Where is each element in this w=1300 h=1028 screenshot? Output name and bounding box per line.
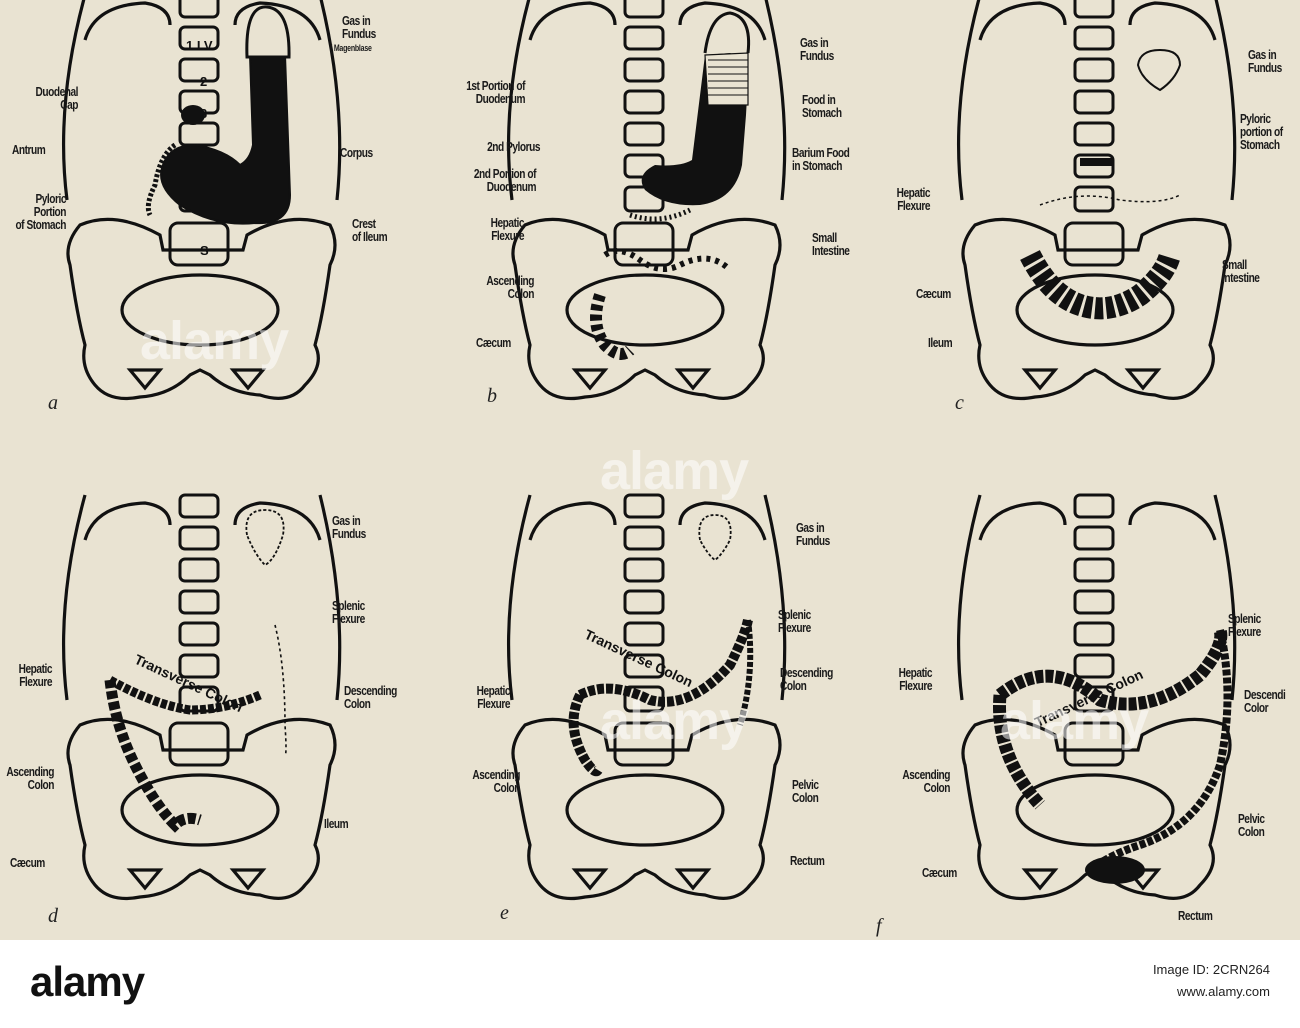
label-a-pyloric: Pyloric Portion of Stomach	[15, 191, 66, 232]
label-a-crest: Crest of Ileum	[352, 216, 388, 244]
label-b-hepatic: Hepatic Flexure	[490, 215, 525, 243]
vertebra-label-lv1: 1 LV	[186, 38, 213, 53]
label-b-pylorus: 2nd Pylorus	[487, 139, 540, 154]
label-c-gas-in-fundus: Gas in Fundus	[1248, 47, 1282, 75]
label-d-descending: Descending Colon	[344, 683, 397, 711]
label-d-caecum: Cæcum	[10, 855, 45, 870]
watermark-center: alamy	[600, 691, 749, 751]
label-b-caecum: Cæcum	[476, 335, 511, 350]
footer-bar: alamy Image ID: 2CRN264 www.alamy.com	[0, 940, 1300, 1028]
label-b-small-intestine: Small Intestine	[812, 230, 850, 258]
panel-e-skeleton	[506, 493, 787, 901]
panel-letter-f: f	[876, 915, 882, 937]
vertebra-label-2: 2	[200, 74, 208, 89]
label-d-gas-in-fundus: Gas in Fundus	[332, 513, 366, 541]
label-e-splenic: Splenic Flexure	[778, 607, 811, 635]
watermark-left: alamy	[140, 311, 289, 371]
figure-drawing	[61, 0, 1237, 901]
label-d-splenic: Splenic Flexure	[332, 598, 365, 626]
label-b-ascending: Ascending Colon	[486, 273, 534, 301]
panel-letter-e: e	[500, 902, 509, 924]
panel-a-skeleton	[61, 0, 342, 401]
label-e-rectum: Rectum	[790, 853, 825, 868]
label-c-hepatic: Hepatic Flexure	[896, 185, 931, 213]
label-e-gas-in-fundus: Gas in Fundus	[796, 520, 830, 548]
label-a-magenblase: ( Magenblase	[330, 43, 372, 53]
label-f-pelvic: Pelvic Colon	[1238, 811, 1265, 839]
label-d-ascending: Ascending Colon	[6, 764, 54, 792]
label-f-ascending: Ascending Colon	[902, 767, 950, 795]
vertebra-label-sacrum: S	[200, 243, 209, 258]
label-a-corpus: Corpus	[340, 145, 373, 160]
label-d-ileum: Ileum	[324, 816, 349, 831]
label-c-small-intestine: Small Intestine	[1222, 257, 1260, 285]
label-b-barium: Barium Food in Stomach	[792, 145, 850, 173]
image-id: Image ID: 2CRN264	[1152, 962, 1270, 977]
label-b-gas-in-fundus: Gas in Fundus	[800, 35, 834, 63]
panel-letter-c: c	[955, 392, 964, 414]
label-f-rectum: Rectum	[1178, 908, 1213, 923]
vertebra-label-3: 3	[200, 106, 208, 121]
panel-letter-d: d	[48, 905, 58, 927]
label-b-first-portion: 1st Portion of Duodenum	[466, 78, 525, 106]
label-f-caecum: Cæcum	[922, 865, 957, 880]
label-a-antrum: Antrum	[12, 142, 46, 157]
panel-d-skeleton	[61, 493, 342, 901]
label-f-hepatic: Hepatic Flexure	[898, 665, 933, 693]
label-c-pyloric: Pyloric portion of Stomach	[1240, 111, 1283, 152]
label-e-descending: Descending Colon	[780, 665, 833, 693]
label-e-pelvic: Pelvic Colon	[792, 777, 819, 805]
label-b-food-in-stomach: Food in Stomach	[802, 92, 842, 120]
label-f-descending: Descendi Color	[1244, 687, 1286, 715]
label-e-ascending: Ascending Colon	[472, 767, 520, 795]
label-f-splenic: Splenic Flexure	[1228, 611, 1261, 639]
panel-b-skeleton	[506, 0, 787, 401]
panel-letter-a: a	[48, 392, 58, 414]
label-c-caecum: Cæcum	[916, 286, 951, 301]
site-url: www.alamy.com	[1177, 984, 1270, 999]
watermark-right: alamy	[1000, 691, 1149, 751]
panel-f-skeleton	[956, 493, 1237, 901]
figure-stage: 1 LV 2 3 S a b c d e f Gas in Fundus ( M…	[6, 0, 1286, 937]
label-a-gas-in-fundus: Gas in Fundus	[342, 13, 376, 41]
label-c-ileum: Ileum	[928, 335, 953, 350]
label-b-second-portion: 2nd Portion of Duodenum	[473, 166, 537, 194]
alamy-logo: alamy	[30, 958, 145, 1005]
panel-c-skeleton	[956, 0, 1237, 401]
label-d-hepatic: Hepatic Flexure	[18, 661, 53, 689]
label-e-hepatic: Hepatic Flexure	[476, 683, 511, 711]
panel-letter-b: b	[487, 385, 497, 407]
watermark-top: alamy	[600, 441, 749, 501]
label-a-duodenal-cap: Duodenal Cap	[35, 84, 79, 112]
